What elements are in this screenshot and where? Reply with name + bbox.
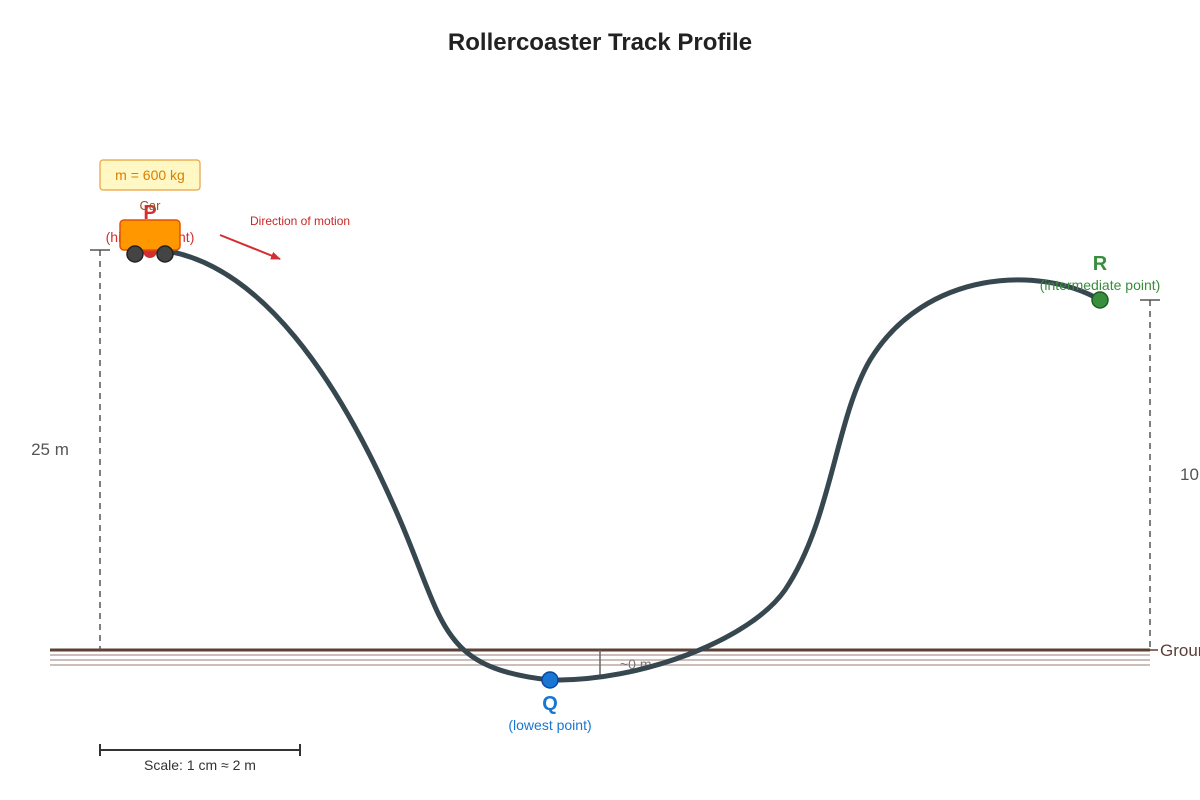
car-body bbox=[119, 219, 181, 251]
scale-label: Scale: 1 cm ≈ 2 m bbox=[144, 757, 256, 773]
point-r: R (intermediate point) bbox=[1040, 253, 1161, 309]
coaster-car: Car bbox=[119, 198, 181, 263]
point-q-marker bbox=[541, 671, 559, 689]
point-q: Q (lowest point) bbox=[508, 671, 592, 733]
ground-label: Ground bbox=[1160, 641, 1200, 660]
direction-arrow bbox=[219, 234, 281, 260]
direction-label: Direction of motion bbox=[250, 214, 350, 228]
height-marker-p: 25 m bbox=[31, 249, 110, 650]
height-label-r: 10 m bbox=[1180, 465, 1200, 484]
mass-box-frame bbox=[99, 159, 201, 191]
point-q-desc: (lowest point) bbox=[508, 717, 591, 733]
height-label-p: 25 m bbox=[31, 440, 69, 459]
car-wheel bbox=[156, 245, 174, 263]
point-r-letter: R bbox=[1093, 253, 1108, 275]
diagram-title: Rollercoaster Track Profile bbox=[448, 29, 752, 56]
point-p-letter: P bbox=[143, 202, 156, 224]
point-q-letter: Q bbox=[542, 693, 558, 715]
scale-bar: Scale: 1 cm ≈ 2 m bbox=[99, 744, 301, 773]
point-r-marker bbox=[1091, 291, 1109, 309]
track-curve bbox=[157, 247, 1103, 683]
car-wheel bbox=[126, 245, 144, 263]
mass-label: m = 600 kg bbox=[115, 167, 185, 183]
height-marker-r: 10 m bbox=[1140, 299, 1200, 650]
point-r-desc: (intermediate point) bbox=[1040, 277, 1161, 293]
car-label: Car bbox=[140, 198, 162, 213]
mass-box: m = 600 kg bbox=[99, 159, 201, 191]
direction-indicator: Direction of motion bbox=[219, 214, 350, 260]
